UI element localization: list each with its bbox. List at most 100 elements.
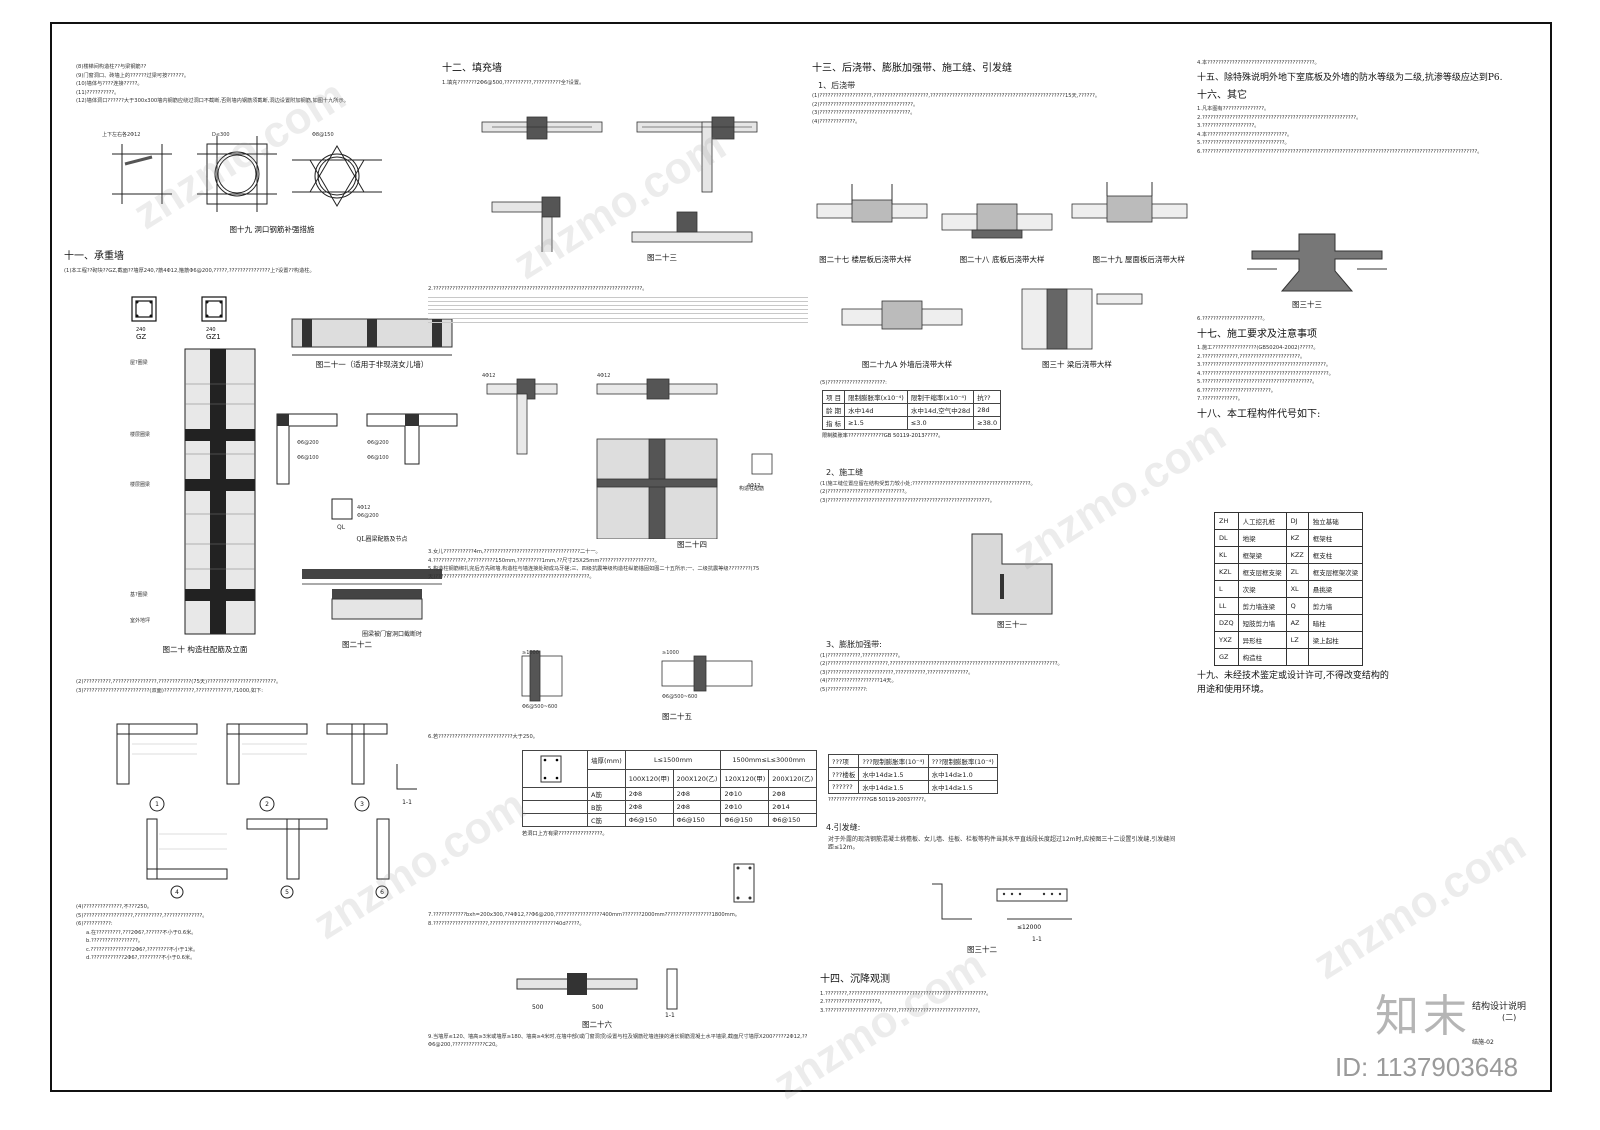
drawing-number: 结施-02 <box>1472 1039 1494 1046</box>
svg-text:D≤300: D≤300 <box>212 132 230 138</box>
code-cell: L <box>1214 580 1239 598</box>
note: 6.??????????????????????。 <box>1197 316 1268 322</box>
table-header: 墙厚(mm) <box>587 750 626 770</box>
fig20-caption: 图二十 构造柱配筋及立面 <box>162 645 248 654</box>
fig26-label: 500 <box>592 1004 604 1011</box>
table-cell: ???项 <box>827 754 860 768</box>
fig25-label: ≥1000 <box>662 650 679 656</box>
drawing-title: 结构设计说明 <box>1472 1002 1527 1012</box>
sec13-title: 十三、后浇带、膨胀加强带、施工缝、引发缝 <box>812 63 1012 74</box>
sec17-note: 4.??????????????????????????????????????… <box>1197 370 1334 377</box>
expansion-table-b-grid: ???项 ???限制膨胀率(10⁻⁴) ???限制膨胀率(10⁻⁴) ???楼板… <box>827 754 998 794</box>
fig31-drawing <box>971 533 1053 615</box>
table-cell: ?????? <box>827 780 860 794</box>
note: (8)楼梯间构造柱??与梁钢筋?? <box>76 64 147 70</box>
fig26-wall-beam: 500 500 1-1 图二十六 <box>507 959 707 1030</box>
code-name: 异形柱 <box>1237 631 1287 649</box>
table-row: B筋 2Φ8 2Φ8 2Φ10 2Φ14 <box>522 800 818 814</box>
code-name: 框架梁 <box>1237 546 1287 564</box>
fig25-label: ≥1000 <box>522 650 539 656</box>
table-cell: Φ6@150 <box>720 813 770 827</box>
section-13-4: 4.引发缝: 对于外露的现浇钢筋混凝土挑檐板、女儿墙、挂板、栏板等构件当其水平直… <box>820 819 1180 854</box>
table-row: 龄 期 水中14d 水中14d,空气中28d 28d <box>821 403 1002 417</box>
fig33-drawing <box>1247 233 1387 292</box>
section-11-end: (4)??????????????,不???250。 (5)??????????… <box>76 904 436 964</box>
section-13-p5: (5)?????????????????????: <box>820 380 1120 389</box>
code-name: 剪力墙 <box>1307 597 1364 615</box>
table-row: C筋 Φ6@150 Φ6@150 Φ6@150 Φ6@150 <box>522 813 818 827</box>
sec15-title: 十五、除特殊说明外地下室底板及外墙的防水等级为二级,抗渗等级应达到P6. <box>1197 72 1503 83</box>
table-cell: 28d <box>973 403 1002 417</box>
code-cell: DL <box>1214 529 1239 547</box>
sec19-title: 十九、未经技术鉴定或设计许可,不得改变结构的用途和使用环境。 <box>1197 671 1389 695</box>
svg-text:Φ6@100: Φ6@100 <box>367 455 389 461</box>
fig22-lintel: 圈梁被门窗洞口截断时 图二十二 <box>292 559 462 650</box>
fig25-label: Φ6@500~600 <box>662 694 697 700</box>
table-cell: 项 目 <box>821 390 846 404</box>
svg-text:4Φ12: 4Φ12 <box>482 373 495 379</box>
code-cell <box>1285 648 1309 666</box>
section-12-p2: 2.??????????????????????????????????????… <box>428 286 808 326</box>
code-name: 剪力墙连梁 <box>1237 597 1287 615</box>
table-cell: C筋 <box>587 813 626 827</box>
table-note: 限制膨胀率?????????????GB 50119-2013?????。 <box>822 433 944 439</box>
code-name: 暗柱 <box>1307 614 1364 632</box>
sec16-note: 2.??????????????????????????????????????… <box>1197 114 1362 121</box>
code-name: 短肢剪力墙 <box>1237 614 1287 632</box>
fig20-label: 基?圈梁 <box>130 591 148 598</box>
expansion-table-b: ???项 ???限制膨胀率(10⁻⁴) ???限制膨胀率(10⁻⁴) ???楼板… <box>827 754 998 804</box>
note: 4.本?????????????????????????????????????… <box>1197 60 1320 66</box>
code-cell: KZ <box>1285 529 1309 547</box>
fig20-label: 屋?圈梁 <box>130 359 148 366</box>
sec17-note: 2.?????????????,??????????????????????。 <box>1197 353 1306 360</box>
lintel-table-note: 若洞口上方有梁????????????????。 <box>522 831 608 837</box>
sec13-paragraph: (1)???????????????????,?????????????????… <box>812 93 1101 100</box>
table-cell: ≤3.0 <box>906 416 975 430</box>
sec17-note: 5.??????????????????????????????????????… <box>1197 379 1318 386</box>
code-cell: ZL <box>1285 563 1309 581</box>
svg-text:4Φ12: 4Φ12 <box>597 373 610 379</box>
sec13-paragraph: (5)??????????????: <box>820 686 868 693</box>
fig31-construction-joint: 图三十一 <box>952 524 1072 630</box>
sec11-item: d.????????????2Φ6?,????????不小于0.6米。 <box>86 955 196 962</box>
sec16-note: 5.??????????????????????????????。 <box>1197 140 1290 147</box>
sec11-paragraph: (2)??????????,????????????????,?????????… <box>76 679 282 685</box>
section-11-cont: (2)??????????,????????????????,?????????… <box>76 679 436 696</box>
fig33-caption: 图三十三 <box>1292 300 1322 309</box>
fig22-drawing <box>302 569 442 620</box>
section-12: 十二、填充墙 1.填充???????2Φ6@500,??????????,???… <box>442 58 792 88</box>
table-cell: 2Φ8 <box>672 800 722 814</box>
fig32-caption: 图三十二 <box>967 945 997 954</box>
code-cell: YXZ <box>1214 631 1239 649</box>
sec12-paragraph: 3.女儿???????????4m,??????????????????????… <box>428 549 601 555</box>
fig26-label: 500 <box>532 1004 544 1011</box>
code-name: 悬挑梁 <box>1307 580 1364 598</box>
table-cell: 2Φ8 <box>672 787 722 801</box>
detail-number: 5 <box>285 889 289 896</box>
table-header: 1500mm≤L≤3000mm <box>720 750 818 770</box>
table-cell <box>522 750 588 788</box>
section-13: 十三、后浇带、膨胀加强带、施工缝、引发缝 1、后浇带 (1)??????????… <box>812 58 1182 127</box>
table-cell: 水中14d≥1.5 <box>927 780 998 794</box>
note: (11)??????????。 <box>76 89 120 96</box>
fig32-drawing: ≤12000 1-1 <box>932 883 1072 943</box>
table-cell: 限制干缩率(x10⁻⁴) <box>906 390 975 404</box>
sec12-paragraph: 8.????????????????????,?????????????????… <box>428 920 585 927</box>
detail-number: 1 <box>155 801 159 808</box>
code-name: 构造柱 <box>1237 648 1287 666</box>
table-note: ???????????????GB 50119-2003?????。 <box>828 797 930 803</box>
pour-strip-drawing <box>816 182 1188 239</box>
sec13-paragraph: (3)?????????????????????????????????????… <box>820 497 995 504</box>
table-cell: 水中14d,空气中28d <box>906 403 975 417</box>
sec17-note: 6.?????????????????????????。 <box>1197 387 1276 394</box>
